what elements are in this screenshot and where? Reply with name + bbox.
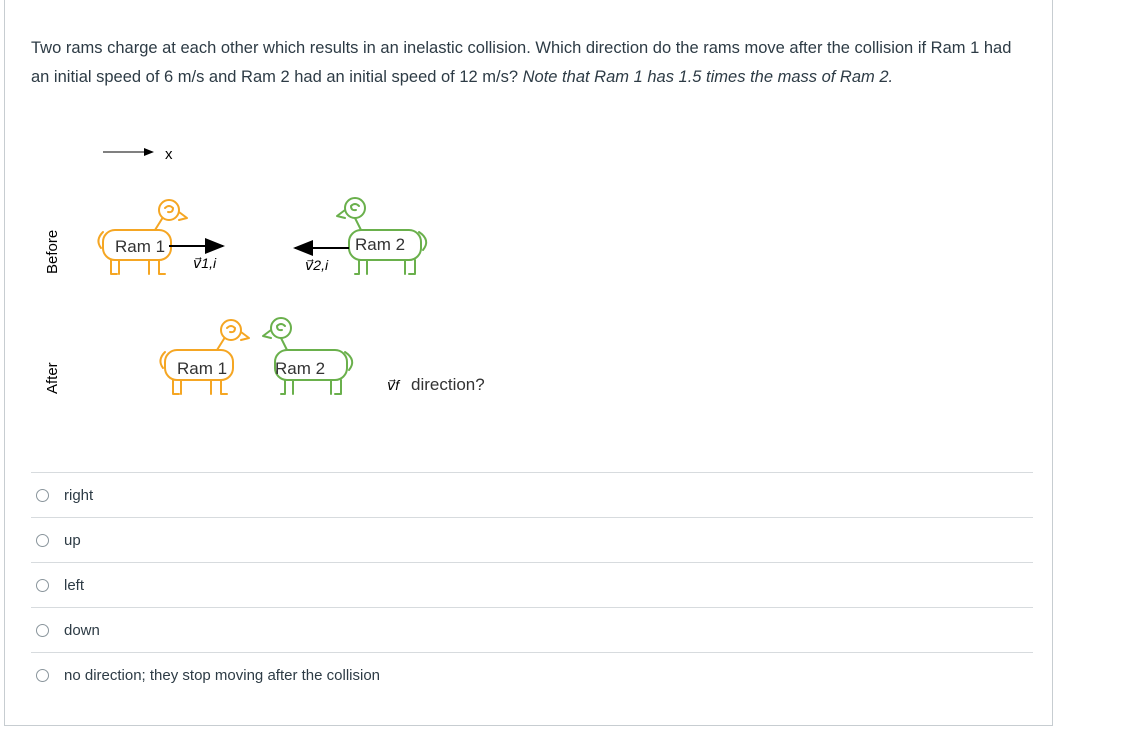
x-axis-label: x [165,146,173,163]
vf-question: direction? [411,375,485,394]
collision-diagram: x Before After Ram 1 v⃗1,i [44,146,485,395]
radio-button[interactable] [36,623,49,637]
ram2-after-label: Ram 2 [275,359,325,378]
answer-label: right [64,486,94,504]
answer-option-up[interactable]: up [31,517,1033,562]
v2-label: v⃗2,i [305,257,329,273]
ram1-before-label: Ram 1 [115,237,165,256]
answer-label: up [64,531,81,549]
answer-option-down[interactable]: down [31,607,1033,652]
ram1-after-label: Ram 1 [177,359,227,378]
question-body: Two rams charge at each other which resu… [31,39,1012,86]
answer-label: down [64,621,100,639]
answer-option-left[interactable]: left [31,562,1033,607]
answer-option-no-direction[interactable]: no direction; they stop moving after the… [31,652,1033,697]
question-note: Note that Ram 1 has 1.5 times the mass o… [522,68,894,86]
answer-option-right[interactable]: right [31,472,1033,517]
v1-label: v⃗1,i [193,255,217,271]
row-before-label: Before [44,230,61,274]
answer-label: no direction; they stop moving after the… [64,666,381,684]
radio-button[interactable] [36,668,49,682]
question-card: Two rams charge at each other which resu… [4,0,1053,726]
question-text: Two rams charge at each other which resu… [31,34,1031,92]
ram2-before [336,197,428,275]
ram1-before [97,199,188,275]
ram1-after [159,319,250,395]
radio-button[interactable] [36,533,49,547]
ram2-before-label: Ram 2 [355,235,405,254]
radio-button[interactable] [36,578,49,592]
radio-button[interactable] [36,488,49,502]
answer-list: right up left down no direction; they st… [31,472,1033,697]
row-after-label: After [44,362,61,394]
collision-figure: x Before After Ram 1 v⃗1,i [31,138,531,428]
vf-label: v⃗f [387,377,401,393]
answer-label: left [64,576,85,594]
ram2-after [262,317,354,395]
x-axis-indicator: x [103,146,173,163]
